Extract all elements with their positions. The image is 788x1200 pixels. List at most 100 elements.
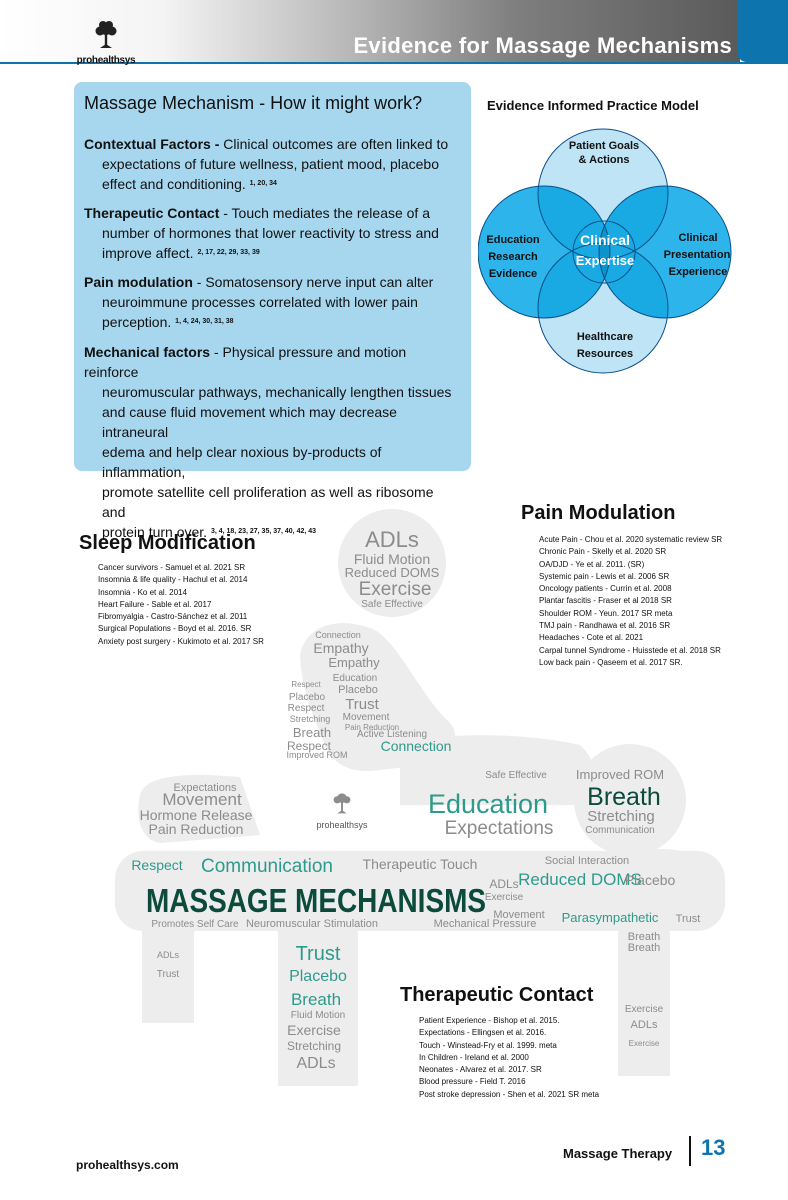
cloud-word: Exercise bbox=[359, 579, 432, 600]
reference-item: In Children - Ireland et al. 2000 bbox=[419, 1052, 529, 1062]
cloud-word: Trust bbox=[676, 913, 701, 925]
cloud-word: Pain Reduction bbox=[149, 821, 244, 837]
reference-item: OA/DJD - Ye et al. 2011. (SR) bbox=[539, 559, 645, 569]
page-title: Evidence for Massage Mechanisms bbox=[353, 33, 732, 58]
cloud-word: Empathy bbox=[313, 640, 368, 656]
reference-item: Carpal tunnel Syndrome - Huisstede et al… bbox=[539, 645, 721, 655]
para-line: promote satellite cell proliferation as … bbox=[102, 484, 434, 520]
cloud-word: Breath bbox=[291, 990, 341, 1009]
para-line: neuroimmune processes correlated with lo… bbox=[102, 294, 418, 310]
reference-item: Fibromyalgia - Castro-Sánchez et al. 201… bbox=[98, 612, 248, 622]
therapeutic-reference-list: Patient Experience - Bishop et al. 2015.… bbox=[419, 1015, 599, 1101]
cloud-silhouette bbox=[115, 509, 725, 1086]
para-line: number of hormones that lower reactivity… bbox=[102, 225, 439, 241]
cloud-word: Safe Effective bbox=[361, 599, 423, 610]
reference-item: Heart Failure - Sable et al. 2017 bbox=[98, 599, 212, 609]
venn-label-top-2: & Actions bbox=[579, 154, 630, 166]
cloud-word: Therapeutic Touch bbox=[363, 856, 478, 872]
massage-word-cloud: prohealthsys ADLs Fluid Motion Reduced D… bbox=[115, 509, 725, 1086]
para-line: expectations of future wellness, patient… bbox=[102, 156, 439, 172]
cloud-logo: prohealthsys bbox=[316, 793, 368, 830]
reference-item: Chronic Pain - Skelly et al. 2020 SR bbox=[539, 547, 667, 557]
contextual-factors-paragraph: Contextual Factors - Clinical outcomes a… bbox=[84, 134, 459, 194]
footer-divider bbox=[689, 1136, 691, 1166]
page-header: prohealthsys Evidence for Massage Mechan… bbox=[0, 0, 788, 66]
cloud-main-phrase: MASSAGE MECHANISMS bbox=[146, 882, 486, 919]
mechanical-factors-paragraph: Mechanical factors - Physical pressure a… bbox=[84, 342, 459, 542]
cloud-word: Exercise bbox=[625, 1004, 664, 1015]
reference-item: Anxiety post surgery - Kukimoto et al. 2… bbox=[98, 636, 264, 646]
cloud-word: Respect bbox=[287, 739, 332, 753]
reference-item: Cancer survivors - Samuel et al. 2021 SR bbox=[98, 563, 246, 572]
cloud-word: Safe Effective bbox=[485, 770, 547, 781]
header-accent-tab bbox=[737, 0, 788, 62]
reference-item: Insomnia - Ko et al. 2014 bbox=[98, 587, 187, 597]
cloud-word: Neuromuscular Stimulation bbox=[246, 918, 378, 930]
para-line: protein turn over. bbox=[102, 524, 208, 540]
reference-item: Acute Pain - Chou et al. 2020 systematic… bbox=[539, 535, 723, 544]
cloud-word: Communication bbox=[585, 825, 654, 836]
cloud-word: Exercise bbox=[485, 892, 524, 903]
sleep-modification-heading: Sleep Modification bbox=[79, 532, 256, 554]
reference-item: Plantar fascitis - Fraser et al 2018 SR bbox=[539, 596, 672, 606]
cloud-word: Promotes Self Care bbox=[151, 919, 239, 930]
cloud-word: Trust bbox=[296, 943, 341, 965]
para-lead: Therapeutic Contact bbox=[84, 205, 220, 221]
para-line: effect and conditioning. bbox=[102, 176, 246, 192]
cloud-word: ADLs bbox=[489, 877, 518, 891]
cloud-word: Parasympathetic bbox=[562, 910, 659, 925]
para-refs: 1, 20, 34 bbox=[249, 180, 277, 187]
venn-label-bottom-2: Resources bbox=[577, 348, 633, 360]
info-box-title: Massage Mechanism - How it might work? bbox=[84, 93, 423, 113]
pain-modulation-heading: Pain Modulation bbox=[521, 502, 676, 524]
cloud-word: Breath bbox=[628, 942, 660, 954]
footer-website[interactable]: prohealthsys.com bbox=[76, 1158, 179, 1172]
cloud-word: Active Listening bbox=[357, 729, 427, 740]
reference-item: Headaches - Cote et al. 2021 bbox=[539, 633, 644, 643]
reference-item: Oncology patients - Currin et al. 2008 bbox=[539, 584, 672, 594]
cloud-word: Education bbox=[428, 789, 548, 819]
cloud-word: Hormone Release bbox=[140, 807, 253, 823]
reference-item: Touch - Winstead-Fry et al. 1999. meta bbox=[419, 1040, 557, 1050]
mechanism-info-box: Massage Mechanism - How it might work? C… bbox=[74, 82, 471, 540]
reference-item: Insomnia & life quality - Hachul et al. … bbox=[98, 575, 248, 585]
reference-item: Blood pressure - Field T. 2016 bbox=[419, 1077, 526, 1087]
para-lead: Contextual Factors - bbox=[84, 136, 224, 152]
venn-diagram: Patient Goals & Actions Education Resear… bbox=[478, 128, 732, 374]
cloud-word: Stretching bbox=[587, 808, 655, 825]
therapeutic-contact-paragraph: Therapeutic Contact - Touch mediates the… bbox=[84, 203, 459, 263]
cloud-word: Stretching bbox=[287, 1039, 341, 1053]
cloud-word: Expectations bbox=[445, 818, 554, 839]
cloud-word: Respect bbox=[291, 680, 321, 689]
cloud-word: Movement bbox=[493, 909, 544, 921]
cloud-word: Respect bbox=[288, 703, 325, 714]
reference-item: TMJ pain - Randhawa et al. 2016 SR bbox=[539, 621, 671, 631]
cloud-word: Exercise bbox=[287, 1022, 341, 1038]
cloud-word: Breath bbox=[628, 931, 660, 943]
para-line: Clinical outcomes are often linked to bbox=[223, 136, 449, 152]
reference-item: Low back pain - Qaseem et al. 2017 SR. bbox=[539, 657, 683, 667]
para-line: improve affect. bbox=[102, 245, 194, 261]
logo-text: prohealthsys bbox=[76, 55, 136, 66]
cloud-word: Improved ROM bbox=[576, 767, 664, 782]
reference-item: Systemic pain - Lewis et al. 2006 SR bbox=[539, 571, 670, 581]
reference-item: Neonates - Alvarez et al. 2017. SR bbox=[419, 1065, 542, 1075]
para-refs: 3, 4, 18, 23, 27, 35, 37, 40, 42, 43 bbox=[210, 528, 317, 535]
cloud-word: Trust bbox=[157, 969, 180, 980]
venn-label-left-3: Evidence bbox=[489, 268, 537, 280]
cloud-word: ADLs bbox=[631, 1019, 658, 1031]
para-line: neuromuscular pathways, mechanically len… bbox=[102, 384, 452, 400]
cloud-word: Social Interaction bbox=[545, 855, 629, 867]
cloud-word: Reduced DOMS bbox=[345, 565, 440, 580]
cloud-word: Placebo bbox=[289, 968, 347, 985]
pain-modulation-paragraph: Pain modulation - Somatosensory nerve in… bbox=[84, 272, 459, 332]
venn-label-top-1: Patient Goals bbox=[569, 140, 639, 152]
cloud-word: Respect bbox=[131, 857, 182, 873]
cloud-word: Breath bbox=[293, 725, 331, 740]
cloud-word: Stretching bbox=[290, 714, 331, 724]
cloud-word: Connection bbox=[381, 738, 452, 754]
cloud-word: Pain Reduction bbox=[345, 723, 399, 732]
cloud-word: Education bbox=[333, 673, 377, 684]
venn-label-center-2: Expertise bbox=[576, 253, 635, 268]
venn-label-right-3: Experience bbox=[669, 266, 728, 278]
